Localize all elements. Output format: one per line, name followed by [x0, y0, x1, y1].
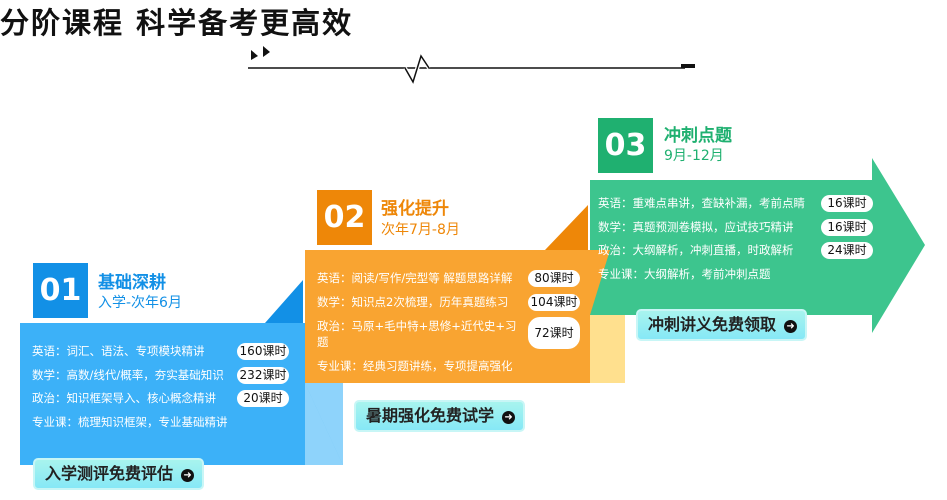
- stage-1-fold: [265, 280, 303, 323]
- course-row: 政治：知识框架导入、核心概念精讲: [32, 391, 216, 405]
- stage-3-period: 9月-12月: [664, 148, 724, 164]
- stage-2-fold-shadow: [590, 315, 625, 383]
- hours-badge: 232课时: [237, 367, 289, 384]
- stage-2-number: 02: [317, 190, 372, 245]
- stage-3-title: 冲刺点题: [664, 126, 732, 146]
- course-row: 专业课：经典习题讲练，专项提高强化: [317, 359, 513, 373]
- free-assessment-button[interactable]: 入学测评免费评估 ➜: [33, 458, 204, 490]
- course-row: 专业课：大纲解析，考前冲刺点题: [598, 267, 771, 281]
- course-row: 英语：重难点串讲，查缺补漏，考前点睛: [598, 196, 805, 210]
- button-label: 入学测评免费评估: [45, 464, 174, 483]
- course-row: 数学：知识点2次梳理，历年真题练习: [317, 295, 509, 309]
- course-row: 政治：马原+毛中特+思修+近代史+习题: [317, 319, 517, 349]
- hours-badge: 72课时: [528, 317, 580, 349]
- stage-3-content: 英语：重难点串讲，查缺补漏，考前点睛 16课时 数学：真题预测卷模拟，应试技巧精…: [590, 180, 875, 315]
- page-title: 分阶课程 科学备考更高效: [0, 6, 354, 40]
- stage-2-content: 英语：阅读/写作/完型等 解题思路详解 80课时 数学：知识点2次梳理，历年真题…: [305, 250, 590, 383]
- title-underline-decoration: [248, 46, 695, 88]
- stage-3-number: 03: [598, 118, 653, 173]
- hours-badge: 24课时: [821, 242, 873, 259]
- hours-badge: 104课时: [528, 294, 580, 311]
- hours-badge: 80课时: [528, 270, 580, 287]
- button-label: 冲刺讲义免费领取: [648, 315, 777, 334]
- hours-badge: 20课时: [237, 390, 289, 407]
- hours-badge: 16课时: [821, 219, 873, 236]
- course-row: 数学：真题预测卷模拟，应试技巧精讲: [598, 220, 794, 234]
- button-label: 暑期强化免费试学: [366, 406, 495, 425]
- course-row: 数学：高数/线代/概率，夯实基础知识: [32, 368, 224, 382]
- course-row: 政治：大纲解析，冲刺直播，时政解析: [598, 243, 794, 257]
- stage-2-title: 强化提升: [381, 199, 449, 219]
- hours-badge: 160课时: [237, 343, 289, 360]
- arrow-right-circle-icon: ➜: [502, 411, 516, 424]
- stage-1-period: 入学-次年6月: [98, 295, 182, 311]
- course-row: 英语：词汇、语法、专项模块精讲: [32, 344, 205, 358]
- stage-2-fold: [545, 205, 588, 250]
- stage-1-title: 基础深耕: [98, 273, 166, 293]
- course-row: 英语：阅读/写作/完型等 解题思路详解: [317, 271, 513, 285]
- free-trial-button[interactable]: 暑期强化免费试学 ➜: [354, 400, 525, 432]
- course-row: 专业课：梳理知识框架，专业基础精讲: [32, 415, 228, 429]
- stage-1-number: 01: [33, 263, 88, 318]
- arrow-right-circle-icon: ➜: [181, 469, 195, 482]
- hours-badge: 16课时: [821, 195, 873, 212]
- stage-2-period: 次年7月-8月: [381, 222, 460, 238]
- free-notes-button[interactable]: 冲刺讲义免费领取 ➜: [636, 309, 807, 341]
- arrow-right-circle-icon: ➜: [784, 320, 798, 333]
- stage-1-content: 英语：词汇、语法、专项模块精讲 160课时 数学：高数/线代/概率，夯实基础知识…: [20, 323, 305, 465]
